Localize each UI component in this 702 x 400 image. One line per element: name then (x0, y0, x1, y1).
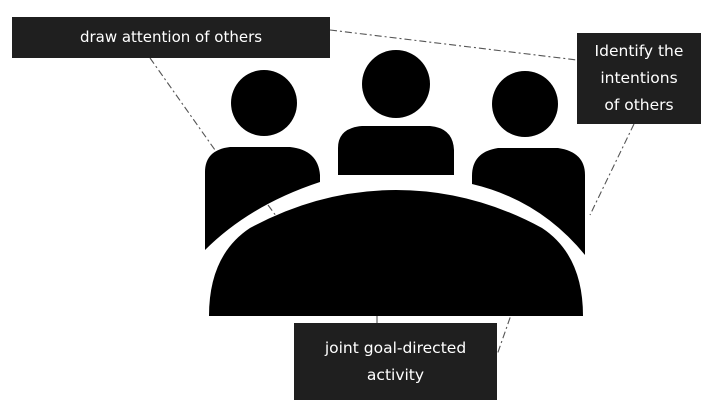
person-left-head (231, 70, 297, 136)
label-identify-line-1: Identify the (594, 42, 684, 60)
label-draw-attention: draw attention of others (12, 17, 330, 58)
connector-lines (149, 29, 635, 356)
label-draw-attention-line: draw attention of others (79, 28, 263, 46)
connector-identify-to-right-person (589, 123, 635, 216)
label-joint-activity: joint goal-directed activity (294, 323, 497, 400)
person-left-body (205, 147, 320, 250)
person-middle-head (362, 50, 430, 118)
connector-left-person-to-table (267, 204, 286, 229)
label-identify-intentions: Identify the intentions of others (577, 33, 701, 124)
person-icon (205, 70, 320, 250)
connector-draw-attention-to-identify (329, 29, 578, 61)
label-identify-line-3: of others (604, 96, 674, 114)
label-identify-line-2: intentions (600, 69, 678, 87)
label-joint-line-2: activity (366, 365, 425, 384)
label-joint-line-1: joint goal-directed (324, 338, 467, 357)
table-icon (209, 190, 583, 316)
person-right-head (492, 71, 558, 137)
person-right-body (472, 148, 585, 255)
connector-table-to-joint-activity (496, 274, 526, 356)
person-middle-body (338, 126, 454, 175)
person-icon (472, 71, 585, 255)
person-icon (338, 50, 454, 175)
connector-draw-attention-to-left-person (149, 57, 216, 151)
